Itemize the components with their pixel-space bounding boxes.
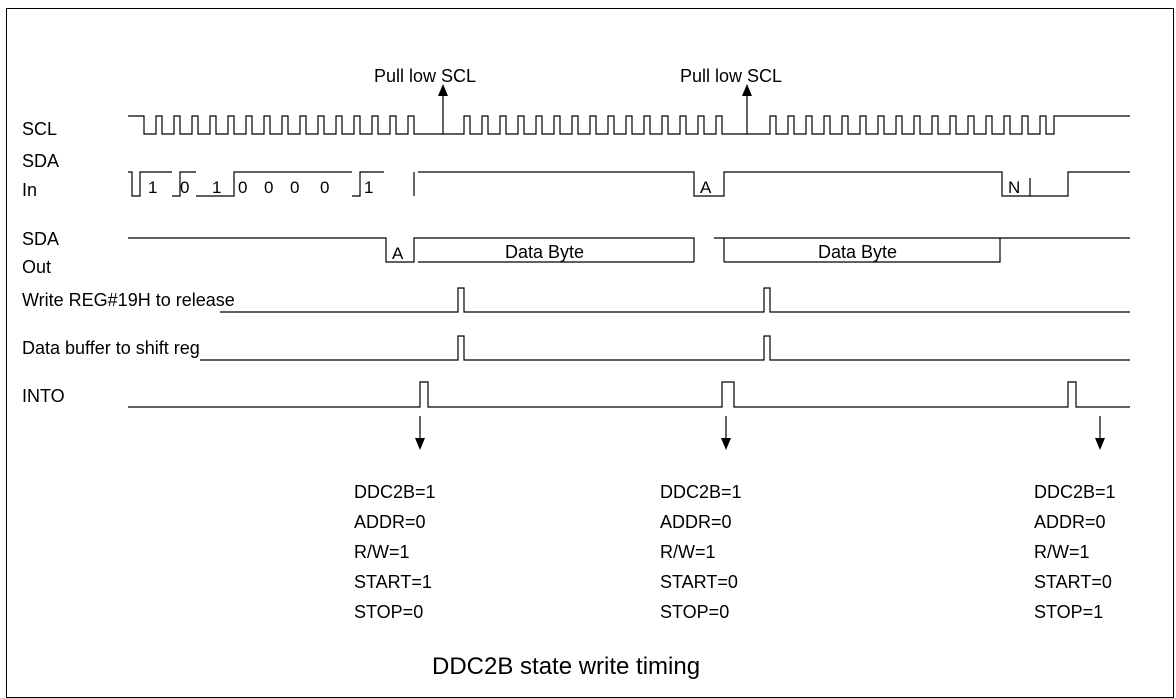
state-2-rw: R/W=1	[660, 542, 716, 562]
signal-label-scl: SCL	[22, 119, 57, 139]
state-1-rw: R/W=1	[354, 542, 410, 562]
state-1-start: START=1	[354, 572, 432, 592]
state-block-2: DDC2B=1 ADDR=0 R/W=1 START=0 STOP=0	[660, 482, 742, 622]
data-byte-1: Data Byte	[505, 242, 584, 262]
state-3-stop: STOP=1	[1034, 602, 1103, 622]
sda-in-bit-2: 1	[212, 178, 221, 197]
sda-in-bit-6: 0	[320, 178, 329, 197]
signal-label-into: INTO	[22, 386, 65, 406]
sda-in-bit-7: 1	[364, 178, 373, 197]
timing-diagram: Pull low SCL Pull low SCL SCL SDA In SDA…	[22, 66, 1130, 680]
state-3-rw: R/W=1	[1034, 542, 1090, 562]
data-buffer-waveform	[200, 335, 1130, 361]
write-reg-waveform	[220, 287, 1130, 313]
down-arrowhead-3	[1095, 438, 1105, 450]
sda-out-ack: A	[392, 244, 404, 263]
annotation-pull-low-scl-1: Pull low SCL	[374, 66, 476, 86]
data-byte-2: Data Byte	[818, 242, 897, 262]
annotation-pull-low-scl-2: Pull low SCL	[680, 66, 782, 86]
state-2-stop: STOP=0	[660, 602, 729, 622]
sda-in-nack: N	[1008, 178, 1020, 197]
annotation-arrowhead-2	[742, 84, 752, 96]
sda-in-bit-0: 1	[148, 178, 157, 197]
state-block-1: DDC2B=1 ADDR=0 R/W=1 START=1 STOP=0	[354, 482, 436, 622]
down-arrowhead-1	[415, 438, 425, 450]
state-3-ddc2b: DDC2B=1	[1034, 482, 1116, 502]
state-2-start: START=0	[660, 572, 738, 592]
state-3-start: START=0	[1034, 572, 1112, 592]
state-block-3: DDC2B=1 ADDR=0 R/W=1 START=0 STOP=1	[1034, 482, 1116, 622]
signal-label-sda-in-1: SDA	[22, 151, 59, 171]
sda-in-bit-5: 0	[290, 178, 299, 197]
sda-in-bit-1: 0	[180, 178, 189, 197]
signal-label-data-buffer: Data buffer to shift reg	[22, 338, 200, 358]
sda-in-bit-3: 0	[238, 178, 247, 197]
into-waveform	[128, 381, 1130, 408]
sda-in-ack: A	[700, 178, 712, 197]
state-3-addr: ADDR=0	[1034, 512, 1106, 532]
state-1-stop: STOP=0	[354, 602, 423, 622]
sda-in-waveform	[128, 171, 1130, 197]
state-1-addr: ADDR=0	[354, 512, 426, 532]
state-1-ddc2b: DDC2B=1	[354, 482, 436, 502]
state-2-addr: ADDR=0	[660, 512, 732, 532]
sda-in-bit-4: 0	[264, 178, 273, 197]
signal-label-write-reg: Write REG#19H to release	[22, 290, 235, 310]
scl-waveform	[128, 115, 1130, 135]
diagram-title: DDC2B state write timing	[432, 653, 700, 680]
signal-label-sda-out-1: SDA	[22, 229, 59, 249]
signal-label-sda-out-2: Out	[22, 257, 51, 277]
annotation-arrowhead-1	[438, 84, 448, 96]
state-2-ddc2b: DDC2B=1	[660, 482, 742, 502]
sda-out-waveform	[128, 237, 1130, 263]
down-arrowhead-2	[721, 438, 731, 450]
signal-label-sda-in-2: In	[22, 180, 37, 200]
